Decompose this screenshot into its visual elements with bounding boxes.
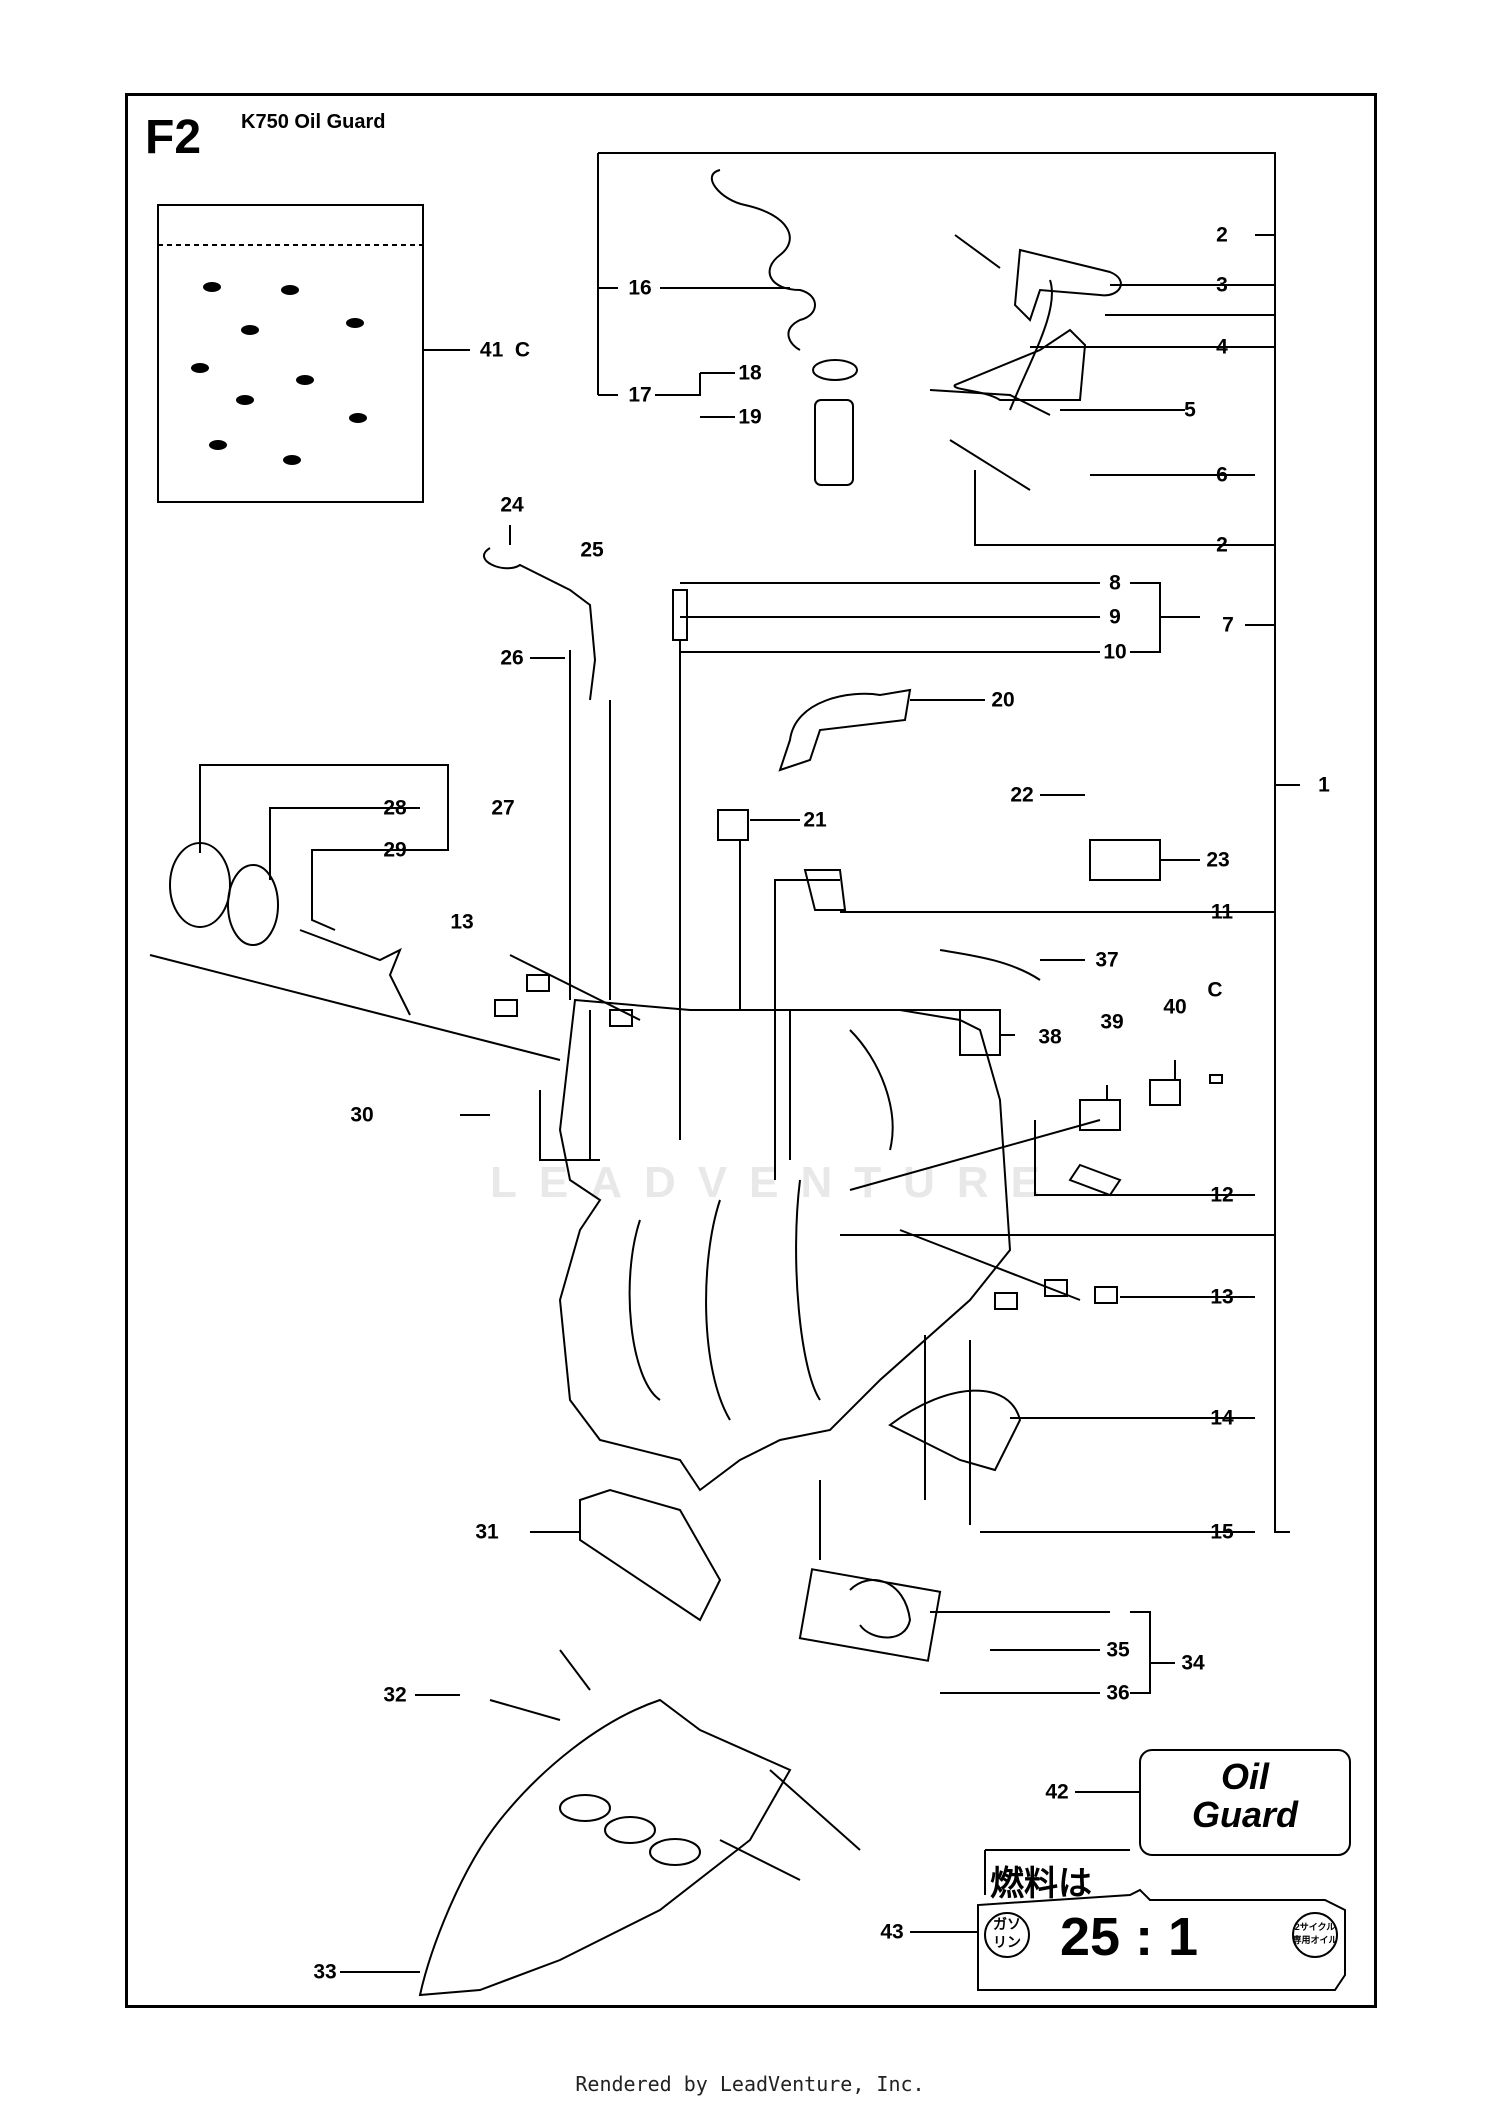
callout-23: 23 (1206, 848, 1230, 872)
callout-29: 29 (383, 838, 407, 862)
fuel-decal-left-badge: ガソ リン (985, 1915, 1029, 1951)
oil-cap-part (169, 842, 231, 928)
callout-28: 28 (383, 796, 407, 820)
page-title: K750 Oil Guard (241, 111, 386, 133)
fuel-decal-frame (977, 1888, 1346, 1991)
page-code: F2 (145, 111, 202, 164)
callout-4: 4 (1216, 335, 1228, 359)
callout-27: 27 (491, 796, 515, 820)
callout-9: 9 (1109, 605, 1121, 629)
callout-38: 38 (1038, 1025, 1062, 1049)
callout-2-top: 2 (1216, 223, 1228, 247)
crankcase-part (558, 998, 1012, 1492)
callout-42: 42 (1045, 1780, 1069, 1804)
fuel-decal-right-badge-bottom: 専用オイル (1292, 1935, 1338, 1945)
watermark: LEADVENTURE (490, 1158, 1063, 1207)
callout-21: 21 (803, 808, 827, 832)
callout-11: 11 (1210, 900, 1234, 924)
callout-13-right: 13 (1210, 1285, 1234, 1309)
callout-39: 39 (1100, 1010, 1124, 1034)
callout-8: 8 (1109, 571, 1121, 595)
callout-32: 32 (383, 1683, 407, 1707)
callout-20: 20 (991, 688, 1015, 712)
diagram-frame (125, 93, 1377, 2008)
callout-c: C (1207, 978, 1223, 1002)
fuel-decal-right-badge-top: 2サイクル (1294, 1922, 1336, 1932)
callout-1: 1 (1318, 773, 1330, 797)
callout-10: 10 (1103, 640, 1127, 664)
oil-guard-decal: Oil Guard (1160, 1758, 1330, 1834)
callout-31: 31 (475, 1520, 499, 1544)
callout-17: 17 (628, 383, 652, 407)
callout-15: 15 (1210, 1520, 1234, 1544)
callout-24: 24 (500, 493, 524, 517)
callout-7: 7 (1222, 613, 1234, 637)
fuel-decal-right-badge: 2サイクル 専用オイル (1291, 1921, 1339, 1947)
callout-14: 14 (1210, 1406, 1234, 1430)
throttle-trigger-part (1013, 248, 1122, 322)
callout-36: 36 (1106, 1681, 1130, 1705)
callout-18: 18 (738, 361, 762, 385)
callout-43: 43 (880, 1920, 904, 1944)
oil-guard-decal-line2: Guard (1191, 1794, 1298, 1835)
callout-30: 30 (350, 1103, 374, 1127)
fuel-decal-left-badge-top: ガソ (993, 1916, 1021, 1932)
callout-13-left: 13 (450, 910, 474, 934)
callout-3: 3 (1216, 273, 1228, 297)
skid-plate-part (418, 1698, 792, 1997)
hose-part (711, 169, 816, 351)
fuel-decal-left-badge-bottom: リン (993, 1934, 1021, 1950)
fastener-bag (157, 204, 424, 503)
callout-40: 40 (1163, 995, 1187, 1019)
callout-2-bottom: 2 (1216, 533, 1228, 557)
callout-22: 22 (1010, 783, 1034, 807)
callout-37: 37 (1095, 948, 1119, 972)
fuel-decal-header: 燃料は (990, 1865, 1092, 1903)
callout-12: 12 (1210, 1183, 1234, 1207)
footer-credit: Rendered by LeadVenture, Inc. (575, 2072, 925, 2096)
callout-16: 16 (628, 276, 652, 300)
callout-25: 25 (580, 538, 604, 562)
callout-6: 6 (1216, 463, 1228, 487)
filter-part (814, 399, 854, 486)
callout-34: 34 (1181, 1651, 1205, 1675)
fuel-decal-ratio: 25 : 1 (1060, 1907, 1199, 1967)
callout-33: 33 (313, 1960, 337, 1984)
callout-5: 5 (1184, 398, 1196, 422)
callout-19: 19 (738, 405, 762, 429)
callout-41-c: 41 C (479, 338, 531, 362)
oil-guard-decal-frame (1139, 1749, 1351, 1856)
callout-26: 26 (500, 646, 524, 670)
callout-35: 35 (1106, 1638, 1130, 1662)
oil-guard-decal-line1: Oil (1220, 1756, 1269, 1797)
